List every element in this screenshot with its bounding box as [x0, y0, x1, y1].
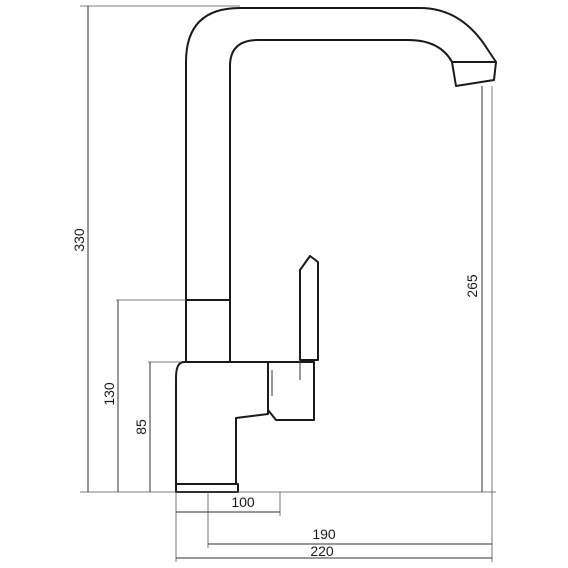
dimension-labels: 330 265 130 85 100 190 220 [71, 228, 480, 559]
label-base-height: 85 [133, 419, 149, 435]
faucet-outline [175, 7, 497, 493]
label-base-width: 100 [231, 494, 255, 510]
label-spout-reach: 190 [312, 526, 336, 542]
lever-detail [271, 360, 301, 396]
lever-handle [299, 255, 319, 361]
label-body-height: 130 [101, 382, 117, 406]
label-total-width: 220 [310, 543, 334, 559]
dimension-lines [87, 6, 492, 559]
neck-collar [185, 299, 231, 363]
lever-body [267, 361, 315, 421]
aerator [451, 61, 497, 87]
base-foot [175, 483, 239, 493]
spout-outer [185, 7, 497, 301]
extension-lines [80, 5, 496, 562]
spout-inner [229, 39, 453, 301]
faucet-body [175, 361, 269, 485]
label-spout-height: 265 [464, 274, 480, 298]
label-total-height: 330 [71, 228, 87, 252]
